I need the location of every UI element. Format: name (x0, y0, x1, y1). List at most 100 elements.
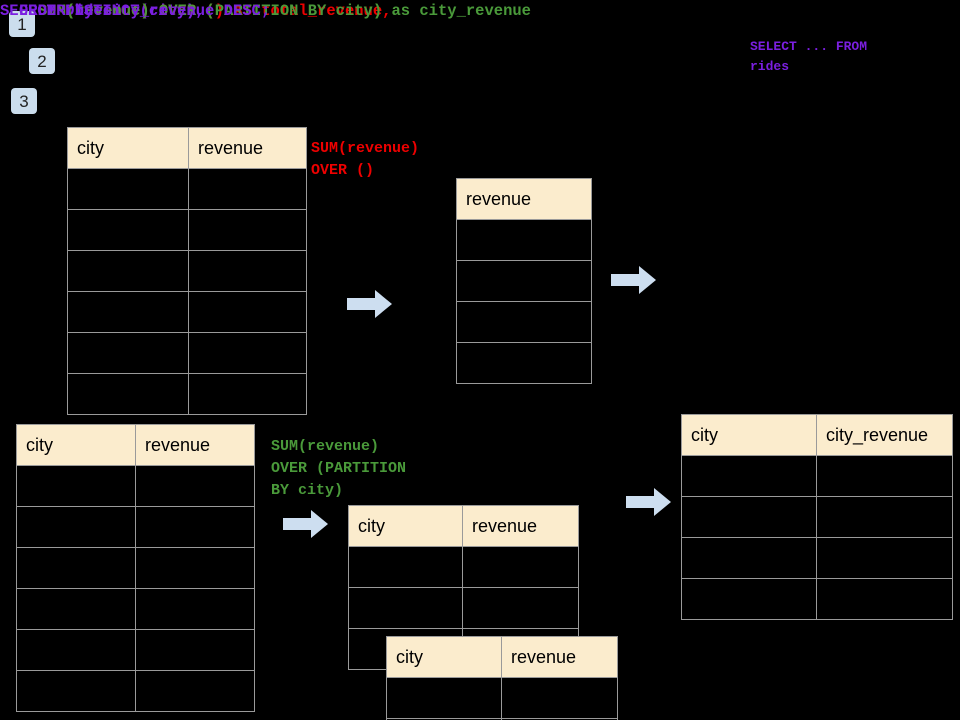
cell-city (67, 250, 189, 292)
cell-revenue (188, 291, 307, 333)
column-header-city: city (348, 505, 463, 547)
annotation-select-from-rides: SELECT ... FROM rides (750, 39, 875, 74)
table-header-row: city revenue (348, 505, 579, 547)
cell-revenue (501, 718, 618, 720)
cell-city-revenue (816, 578, 953, 620)
column-header-city: city (386, 636, 502, 678)
table-header-row: city revenue (67, 127, 307, 169)
table-row (681, 578, 953, 620)
arrow-right-icon (611, 266, 656, 294)
table-row (386, 677, 618, 719)
annotation-sum-over-empty: SUM(revenue) OVER () (311, 140, 420, 179)
cell-city (681, 455, 817, 497)
annotation-sum-over-partition: SUM(revenue) OVER (PARTITION BY city) (271, 438, 407, 499)
cell-city (16, 670, 136, 712)
arrow-right-icon (347, 290, 392, 318)
table-row (16, 588, 255, 630)
table-row (456, 301, 592, 343)
column-header-revenue: revenue (462, 505, 579, 547)
sql-line-select: SELECT DISTINCT(city), (0, 2, 205, 20)
table-row (67, 250, 307, 292)
column-header-city-revenue: city_revenue (816, 414, 953, 456)
cell-city (16, 588, 136, 630)
table-row (456, 342, 592, 384)
cell-city (348, 587, 463, 629)
table-row (16, 670, 255, 712)
arrow-right-icon (626, 488, 671, 516)
table-header-row: revenue (456, 178, 592, 220)
table-header-row: city revenue (386, 636, 618, 678)
cell-revenue (188, 373, 307, 415)
table-row (16, 465, 255, 507)
table-row (16, 547, 255, 589)
cell-city (16, 465, 136, 507)
step-badge-3: 3 (11, 88, 37, 114)
sql-line-sum-over-partition: SUM(revenue) OVER (PARTITION BY city) as… (38, 2, 531, 20)
table-row (681, 496, 953, 538)
column-header-city: city (16, 424, 136, 466)
table-row (16, 629, 255, 671)
column-header-revenue: revenue (501, 636, 618, 678)
cell-revenue (456, 260, 592, 302)
step-badge-2: 2 (29, 48, 55, 74)
cell-city-revenue (816, 455, 953, 497)
table-row (681, 455, 953, 497)
sql-line-order-by: ORDER by city_revenue DESC; (19, 2, 271, 20)
cell-revenue (135, 506, 255, 548)
cell-city (67, 373, 189, 415)
table-row (67, 332, 307, 374)
cell-city (16, 506, 136, 548)
cell-city (681, 578, 817, 620)
cell-revenue (135, 465, 255, 507)
source-table-top: city revenue (67, 127, 307, 415)
result-table: city city_revenue (681, 414, 953, 620)
table-row (348, 587, 579, 629)
cell-revenue (188, 250, 307, 292)
cell-city (67, 291, 189, 333)
cell-revenue (188, 168, 307, 210)
cell-revenue (135, 588, 255, 630)
cell-city (348, 546, 463, 588)
column-header-city: city (681, 414, 817, 456)
column-header-revenue: revenue (188, 127, 307, 169)
cell-revenue (456, 301, 592, 343)
arrow-right-icon (283, 510, 328, 538)
table-row (67, 209, 307, 251)
cell-revenue (135, 670, 255, 712)
column-header-revenue: revenue (456, 178, 592, 220)
cell-city (67, 332, 189, 374)
cell-revenue (456, 342, 592, 384)
cell-revenue (135, 547, 255, 589)
sql-line-sum-over-empty: SUM(revenue) OVER () AS total_revenue, (38, 2, 392, 20)
cell-city (67, 168, 189, 210)
cell-revenue (188, 209, 307, 251)
table-row (67, 168, 307, 210)
cell-revenue (456, 219, 592, 261)
column-header-city: city (67, 127, 189, 169)
table-header-row: city revenue (16, 424, 255, 466)
cell-revenue (188, 332, 307, 374)
partition-table-b: city revenue (386, 636, 618, 720)
sql-line-from: FROM rides (19, 2, 113, 20)
table-row (681, 537, 953, 579)
table-header-row: city city_revenue (681, 414, 953, 456)
cell-city (386, 677, 502, 719)
cell-revenue (462, 546, 579, 588)
cell-city (681, 496, 817, 538)
table-row (348, 546, 579, 588)
source-table-bottom: city revenue (16, 424, 255, 712)
table-row (386, 718, 618, 720)
cell-city-revenue (816, 537, 953, 579)
total-revenue-table: revenue (456, 178, 592, 384)
cell-revenue (135, 629, 255, 671)
cell-city (681, 537, 817, 579)
table-row (67, 373, 307, 415)
cell-revenue (462, 587, 579, 629)
cell-city (67, 209, 189, 251)
table-row (456, 219, 592, 261)
table-row (16, 506, 255, 548)
cell-city-revenue (816, 496, 953, 538)
table-row (67, 291, 307, 333)
cell-city (16, 629, 136, 671)
